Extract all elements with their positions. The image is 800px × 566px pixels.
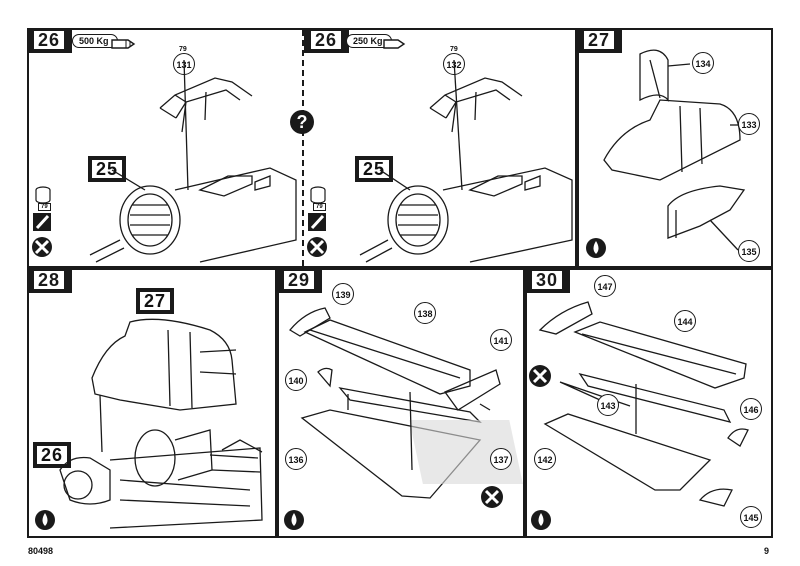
step-number-27: 27 <box>579 30 623 53</box>
callout-145: 145 <box>740 506 762 528</box>
callout-138: 138 <box>414 302 436 324</box>
panel-step-27: 27 <box>577 28 773 268</box>
ref-step-25b: 25 <box>355 156 394 182</box>
step-number-26b: 26 <box>304 28 350 53</box>
callout-142: 142 <box>534 448 556 470</box>
step-number-28: 28 <box>29 270 73 293</box>
callout-134: 134 <box>692 52 714 74</box>
callout-136: 136 <box>285 448 307 470</box>
callout-135: 135 <box>738 240 760 262</box>
weight-tag-500: 500 Kg <box>72 34 118 50</box>
kit-code: 80498 <box>28 546 54 556</box>
callout-143: 143 <box>597 394 619 416</box>
callout-147: 147 <box>594 275 616 297</box>
part-ref-131: 79 <box>179 46 187 53</box>
callout-144: 144 <box>674 310 696 332</box>
paint-label-79b: 79 <box>313 203 326 211</box>
panel-step-30: 30 <box>525 268 773 538</box>
variant-divider <box>302 30 304 266</box>
ref-step-27: 27 <box>136 288 175 314</box>
part-ref-132: 79 <box>450 46 458 53</box>
callout-141: 141 <box>490 329 512 351</box>
step-number-29: 29 <box>279 270 323 293</box>
callout-133: 133 <box>738 113 760 135</box>
paint-label-79a: 79 <box>38 203 51 211</box>
callout-140: 140 <box>285 369 307 391</box>
callout-137: 137 <box>490 448 512 470</box>
question-mark: ? <box>296 112 308 132</box>
page-number: 9 <box>764 546 770 556</box>
callout-139: 139 <box>332 283 354 305</box>
step-number-26a: 26 <box>29 30 73 53</box>
ref-step-25a: 25 <box>88 156 127 182</box>
step-number-30: 30 <box>527 270 571 293</box>
callout-146: 146 <box>740 398 762 420</box>
